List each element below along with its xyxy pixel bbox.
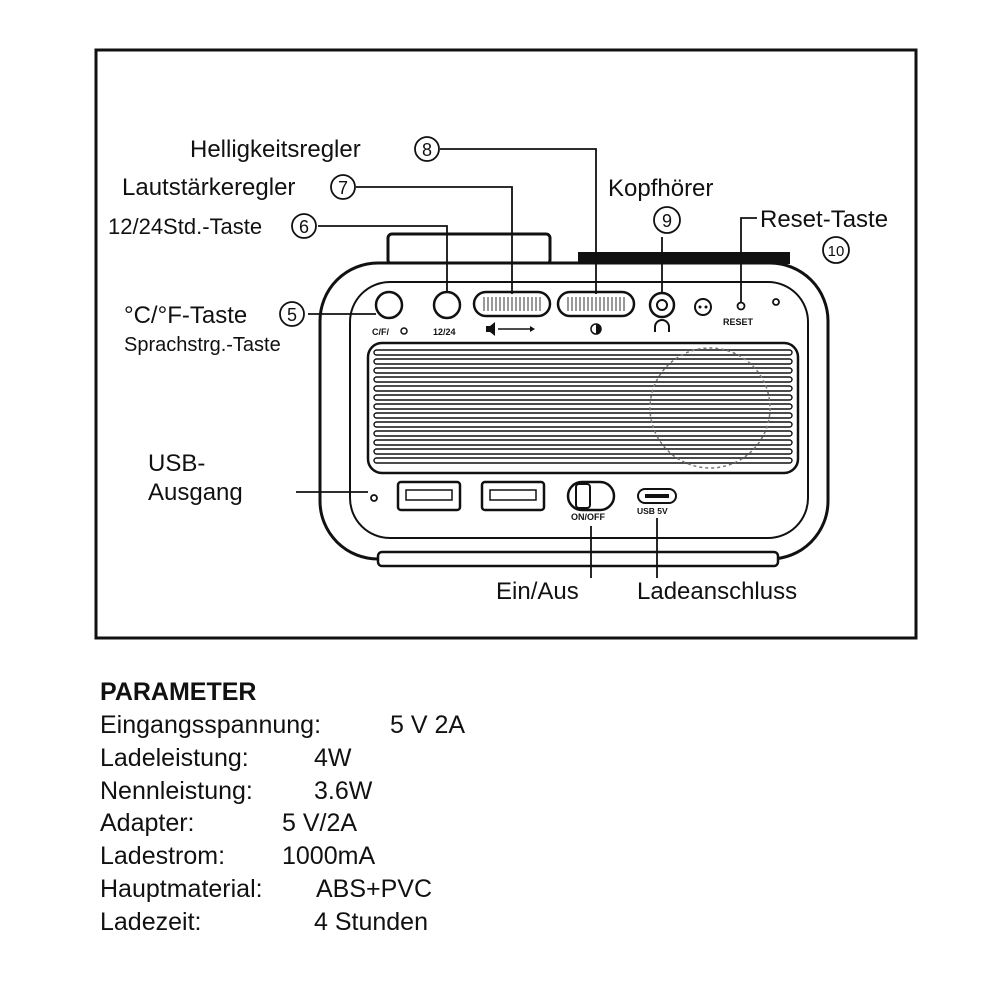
parameter-row: Hauptmaterial: ABS+PVC bbox=[100, 873, 432, 906]
contrast-icon bbox=[590, 323, 602, 335]
volume-wheel-ridges bbox=[483, 297, 541, 311]
label-reset: Reset-Taste bbox=[760, 206, 888, 233]
callout-10: 10 bbox=[828, 243, 845, 260]
cf-button-label: C/F/ bbox=[372, 327, 389, 337]
leader-lines bbox=[296, 148, 757, 578]
label-headphones: Kopfhörer bbox=[608, 175, 713, 202]
usb-port-1-inner bbox=[405, 489, 453, 501]
usb-port-2-inner bbox=[489, 489, 537, 501]
label-temp: °C/°F-Taste bbox=[124, 302, 247, 329]
top-knob bbox=[386, 232, 552, 266]
sun-icon bbox=[400, 327, 408, 335]
parameter-row: Ladestrom: 1000mA bbox=[100, 840, 375, 873]
callout-5: 5 bbox=[287, 305, 297, 325]
parameter-key: Nennleistung: bbox=[100, 776, 253, 805]
parameter-row: Eingangsspannung: 5 V 2A bbox=[100, 709, 465, 742]
callout-8-circle bbox=[414, 136, 440, 162]
label-volume: Lautstärkeregler bbox=[122, 174, 295, 201]
callout-6: 6 bbox=[299, 217, 309, 237]
parameter-key: Hauptmaterial: bbox=[100, 874, 263, 903]
label-charge: Ladeanschluss bbox=[637, 578, 797, 605]
small-knob-dot-r bbox=[704, 305, 708, 309]
parameter-value: 4 Stunden bbox=[314, 907, 428, 936]
parameter-title: PARAMETER bbox=[100, 678, 257, 706]
speaker-driver-outline bbox=[649, 347, 771, 469]
label-usb-out-1: USB- bbox=[148, 450, 205, 477]
callout-7: 7 bbox=[338, 178, 348, 198]
speaker-icon bbox=[486, 322, 535, 336]
indicator-hole bbox=[772, 298, 780, 306]
time-mode-button bbox=[432, 290, 462, 320]
headphone-jack-hole bbox=[656, 299, 668, 311]
callout-6-circle bbox=[291, 213, 317, 239]
parameter-key: Ladestrom: bbox=[100, 842, 226, 871]
reset-label: RESET bbox=[723, 317, 754, 327]
callout-9-circle bbox=[653, 206, 681, 234]
power-switch-label: ON/OFF bbox=[571, 512, 605, 522]
parameter-row: Ladezeit: 4 Stunden bbox=[100, 906, 428, 939]
device-panel bbox=[349, 281, 809, 539]
parameter-value: 5 V/2A bbox=[282, 809, 358, 838]
parameter-value: 4W bbox=[314, 743, 352, 772]
top-bar bbox=[578, 252, 790, 264]
device-foot bbox=[376, 550, 780, 568]
brightness-wheel-ridges bbox=[567, 297, 625, 311]
parameter-key: Adapter: bbox=[100, 809, 195, 838]
diagram-frame bbox=[94, 48, 918, 640]
parameter-row: Ladeleistung: 4W bbox=[100, 742, 352, 775]
label-usb-out-2: Ausgang bbox=[148, 479, 243, 506]
parameter-block: PARAMETER Eingangsspannung: 5 V 2A Ladele… bbox=[100, 676, 465, 939]
parameter-key: Ladeleistung: bbox=[100, 743, 249, 772]
parameter-row: Adapter: 5 V/2A bbox=[100, 807, 357, 840]
usb-port-2 bbox=[480, 480, 546, 512]
callout-10-circle bbox=[822, 236, 850, 264]
label-onoff: Ein/Aus bbox=[496, 578, 579, 605]
time-mode-button-label: 12/24 bbox=[433, 327, 456, 337]
cf-button bbox=[374, 290, 404, 320]
callout-7-circle bbox=[330, 174, 356, 200]
label-voice: Sprachstrg.-Taste bbox=[124, 334, 281, 356]
parameter-row: Nennleistung: 3.6W bbox=[100, 775, 372, 808]
label-brightness: Helligkeitsregler bbox=[190, 136, 361, 163]
power-switch-knob bbox=[575, 483, 591, 509]
reset-hole bbox=[736, 301, 746, 311]
parameter-value: 1000mA bbox=[282, 842, 376, 871]
usb5v-port-inner bbox=[645, 494, 669, 498]
label-time-mode: 12/24Std.-Taste bbox=[108, 214, 262, 239]
parameter-value: 3.6W bbox=[314, 776, 373, 805]
parameter-key: Eingangsspannung: bbox=[100, 711, 322, 739]
speaker-grille-slats bbox=[373, 349, 793, 464]
usb-port-1 bbox=[396, 480, 462, 512]
callout-5-circle bbox=[279, 301, 305, 327]
parameter-value: ABS+PVC bbox=[316, 874, 433, 903]
parameter-value: 5 V 2A bbox=[390, 711, 466, 739]
small-knob-dot-l bbox=[698, 305, 702, 309]
parameter-key: Ladezeit: bbox=[100, 907, 202, 936]
usb5v-label: USB 5V bbox=[637, 506, 668, 516]
callout-9: 9 bbox=[662, 211, 672, 231]
callout-8: 8 bbox=[422, 140, 432, 160]
mic-hole bbox=[370, 494, 378, 502]
small-knob bbox=[694, 298, 712, 316]
headphone-icon bbox=[654, 319, 670, 332]
device-diagram: C/F/ 12/24 RESET bbox=[94, 48, 918, 640]
